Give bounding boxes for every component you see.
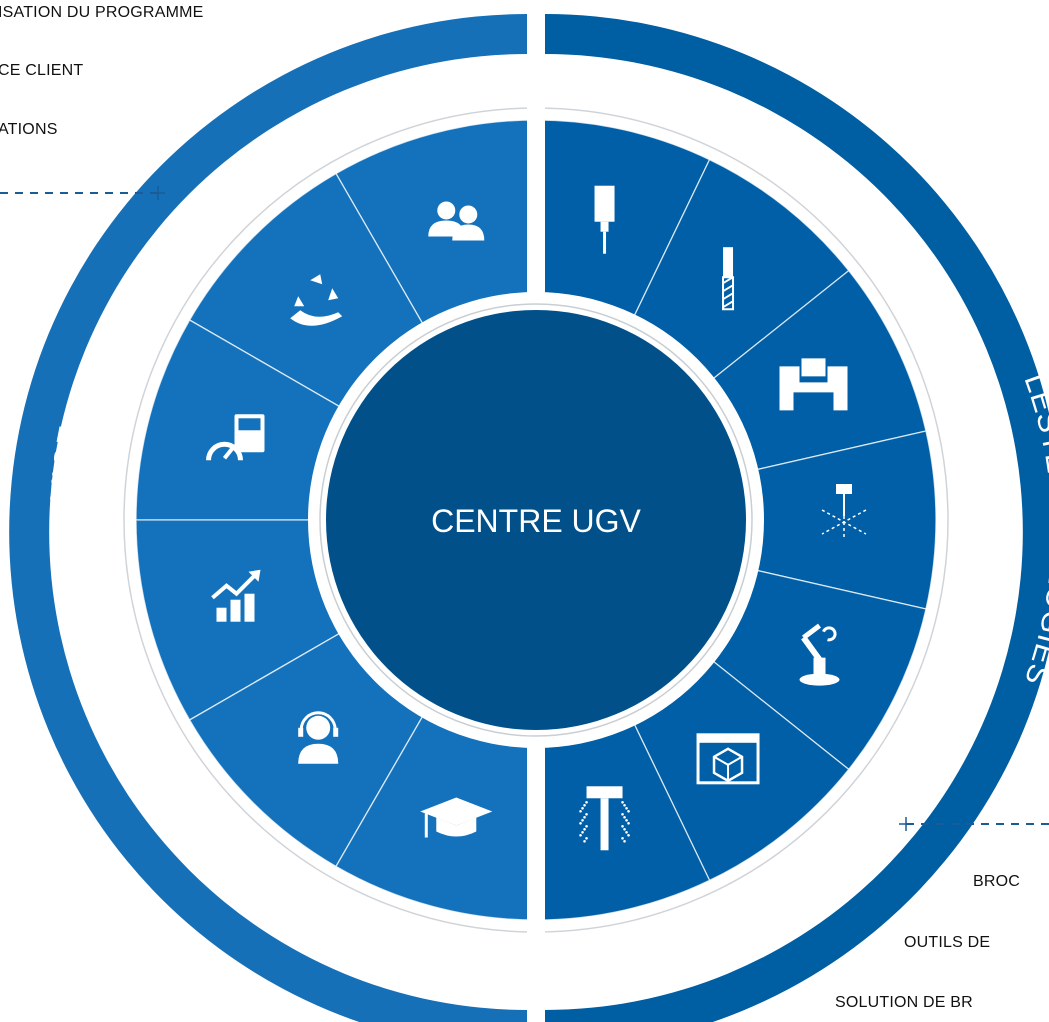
technology-segments — [535, 119, 937, 921]
connector-left — [0, 186, 165, 200]
robot-arm-icon — [799, 623, 840, 686]
connector-right — [899, 817, 1049, 831]
graduation-cap-icon — [420, 797, 493, 838]
service-item-2[interactable]: CE CLIENT — [0, 62, 84, 79]
laser-cut-icon — [821, 484, 867, 540]
service-item-1[interactable]: ISATION DU PROGRAMME — [0, 4, 204, 21]
growth-chart-icon — [211, 569, 261, 622]
service-ring-label: LE SERVICE — [44, 423, 87, 618]
drill-bit-icon — [722, 247, 735, 311]
recycle-hand-icon — [290, 274, 343, 326]
cad-cube-icon — [696, 733, 760, 785]
machine-frame-icon — [779, 358, 848, 411]
support-headset-icon — [298, 711, 339, 764]
center-label: CENTRE UGV — [431, 503, 641, 539]
tech-item-1[interactable]: BROC — [973, 873, 1021, 890]
coolant-spray-icon — [579, 786, 630, 851]
tech-item-3[interactable]: SOLUTION DE BR — [835, 994, 973, 1011]
tech-item-2[interactable]: OUTILS DE — [904, 934, 991, 951]
spindle-icon — [594, 185, 615, 254]
center-circle — [326, 310, 746, 730]
people-group-icon — [428, 201, 485, 241]
speed-machine-icon — [205, 414, 265, 461]
service-item-3[interactable]: ATIONS — [0, 121, 58, 138]
